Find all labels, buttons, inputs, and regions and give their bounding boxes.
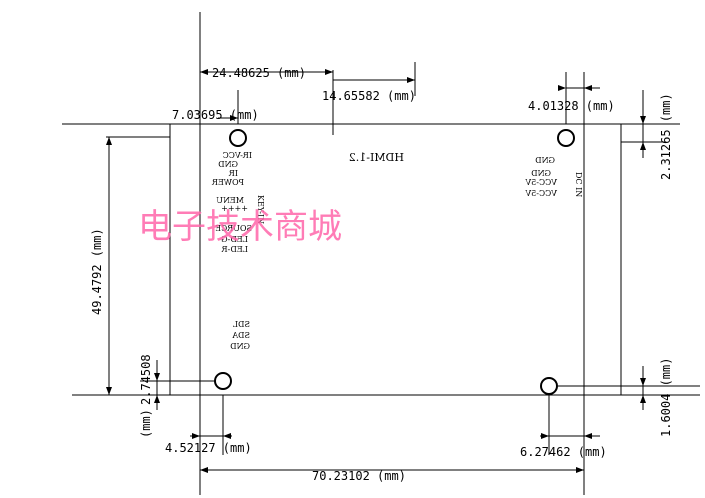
silk-dc-in: DC IN <box>574 172 583 197</box>
board-label: HDMI-1.2 <box>349 151 404 164</box>
dim-text-offset-top: 14.65582 (mm) <box>322 89 416 103</box>
silkscreen-left-group: IR-VCC GND IR POWER MENU ++++ SOURCE LED… <box>211 151 265 254</box>
arrow-right <box>558 85 566 91</box>
dim-text-left-bottom-unit: (mm) <box>139 409 153 438</box>
arrow-left <box>584 433 592 439</box>
arrow-up <box>106 137 112 145</box>
arrow-right <box>407 77 415 83</box>
arrow-down <box>106 387 112 395</box>
arrow-up <box>154 395 160 403</box>
mounting-hole-top-right <box>557 129 575 147</box>
silk-label: GND <box>531 169 551 178</box>
arrow-left <box>200 467 208 473</box>
silkscreen-right-group: GND GND VCC-5V VCC-5V DC IN <box>525 156 583 198</box>
silk-label: ++++ <box>221 204 248 213</box>
mounting-hole-bottom-left <box>214 372 232 390</box>
dim-text-right-bottom-vertical: 1.6004 (mm) <box>659 358 673 437</box>
arrow-right <box>230 115 238 121</box>
arrow-right <box>325 69 333 75</box>
silk-label: SDL <box>232 320 250 329</box>
silkscreen-bottom-group: SDL SDA GND <box>230 320 250 351</box>
dim-text-hole-top-right: 4.01328 (mm) <box>528 99 615 113</box>
silk-label: SOURCE <box>215 224 252 233</box>
dim-text-right-top-vertical: 2.31265 (mm) <box>659 93 673 180</box>
dim-text-left-bottom-vertical: 2.74508 <box>139 354 153 405</box>
silk-label: LED-G <box>221 235 248 244</box>
silk-label: IR-VCC <box>223 151 252 160</box>
arrow-right <box>192 433 200 439</box>
mounting-hole-bottom-right <box>540 377 558 395</box>
silk-label: IR <box>228 169 238 178</box>
arrow-left <box>223 433 231 439</box>
silk-label: LED-R <box>221 245 248 254</box>
dim-text-height: 49.4792 (mm) <box>90 228 104 315</box>
arrow-down <box>640 378 646 386</box>
arrow-down <box>154 373 160 381</box>
silk-label: GND <box>535 156 555 165</box>
silk-label: MENU <box>216 196 244 205</box>
arrow-left <box>200 69 208 75</box>
silk-key-in: KEY-IN <box>256 195 265 224</box>
silk-label: POWER <box>211 178 244 187</box>
watermark: 电子技术商城 <box>138 207 342 247</box>
silk-label: GND <box>230 342 250 351</box>
arrow-up <box>640 142 646 150</box>
arrow-right <box>541 433 549 439</box>
arrow-up <box>640 395 646 403</box>
dim-text-bottom-right: 6.27462 (mm) <box>520 445 607 459</box>
silk-label: SDA <box>232 331 250 340</box>
arrow-down <box>640 116 646 124</box>
silk-label: GND <box>218 160 238 169</box>
dim-text-bottom-left: 4.52127 (mm) <box>165 441 252 455</box>
mounting-hole-top-left <box>229 129 247 147</box>
silk-label: VCC-5V <box>525 189 558 198</box>
dim-text-hole-left: 24.48625 (mm) <box>212 66 306 80</box>
dim-text-width: 70.23102 (mm) <box>312 469 406 483</box>
dim-text-hole-top-left: 7.03695 (mm) <box>172 108 259 122</box>
arrow-left <box>584 85 592 91</box>
silk-label: VCC-5V <box>525 178 558 187</box>
arrow-right <box>576 467 584 473</box>
